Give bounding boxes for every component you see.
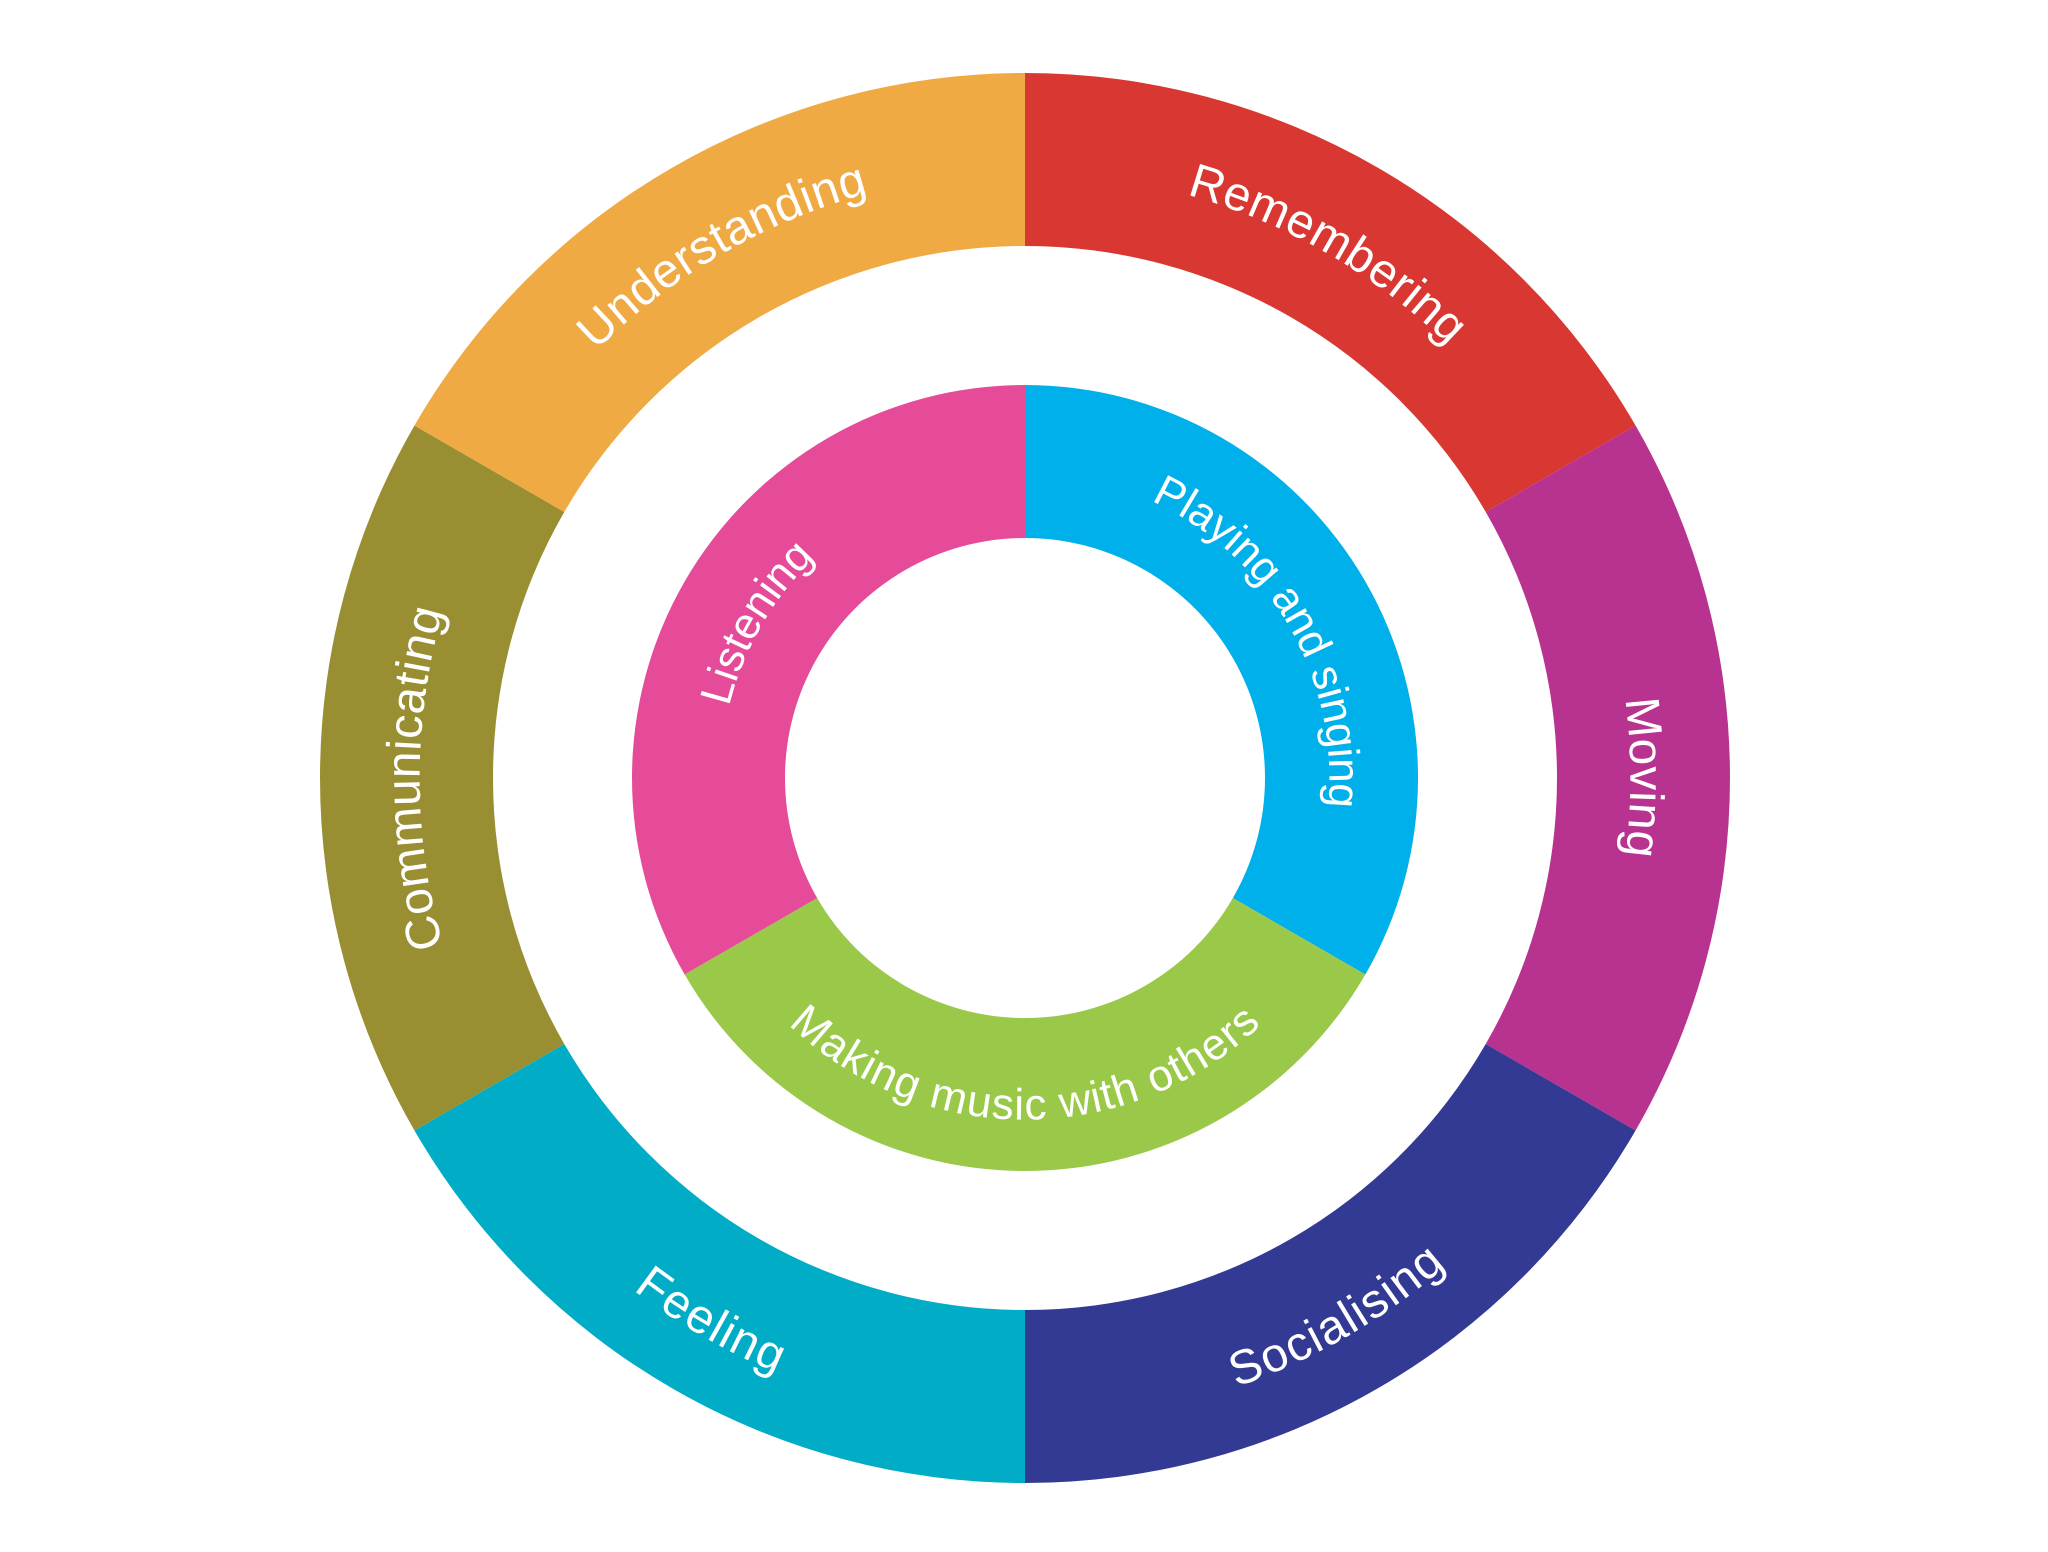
label-moving: Moving: [1614, 695, 1672, 861]
segment-feeling: [414, 1044, 1025, 1483]
segment-understanding: [414, 73, 1025, 512]
segment-socialising: [1025, 1044, 1636, 1483]
segment-communicating: [319, 425, 565, 1131]
segment-remembering: [1025, 73, 1636, 512]
segment-making-music-with-others: [684, 898, 1366, 1171]
segment-moving: [1485, 425, 1730, 1131]
segment-listening: [632, 385, 1025, 975]
outer-ring: RememberingMovingSocialisingFeelingCommu…: [319, 73, 1730, 1483]
segment-playing-and-singing: [1025, 385, 1418, 975]
